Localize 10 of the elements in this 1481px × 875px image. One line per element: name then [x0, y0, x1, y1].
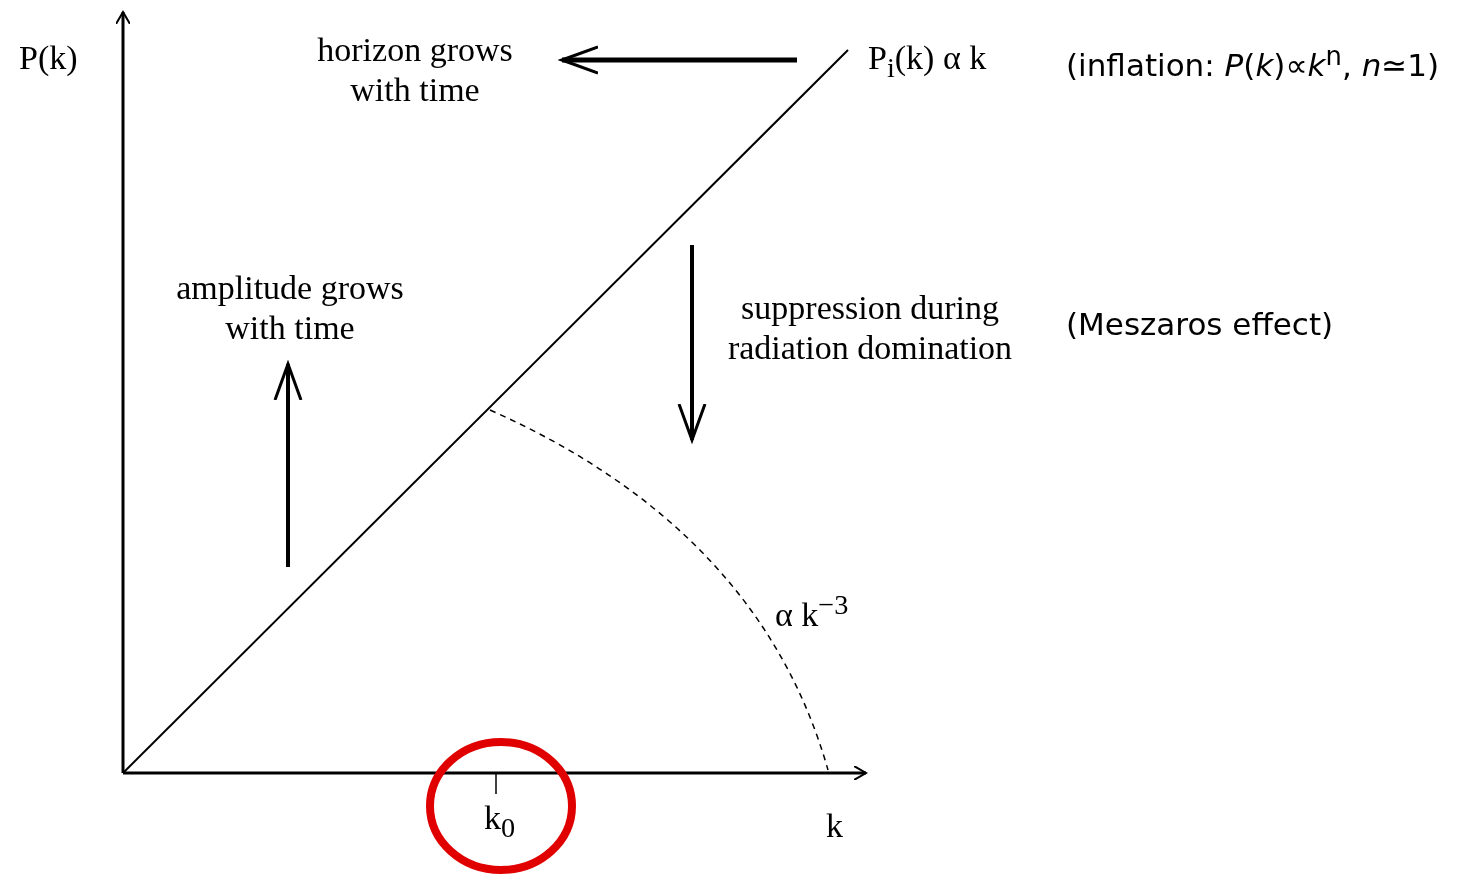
- axis-label: P(k): [19, 38, 78, 78]
- tick-label: k$_{0}$: [484, 798, 516, 845]
- annotation-text: (Meszaros effect): [1066, 305, 1334, 344]
- annotation-text: amplitude grows with time: [175, 268, 405, 348]
- axis-label: k: [826, 806, 843, 846]
- annotation-text: horizon grows with time: [316, 30, 514, 110]
- annotation-text: suppression during radiation domination: [726, 288, 1014, 368]
- formula-label: α k$^{−3}$: [775, 588, 849, 636]
- formula-label: P$_{i}$(k) α k: [868, 38, 987, 85]
- annotation-text: (inflation: P(k)∝k$^{n}$, n≃1): [1066, 40, 1440, 86]
